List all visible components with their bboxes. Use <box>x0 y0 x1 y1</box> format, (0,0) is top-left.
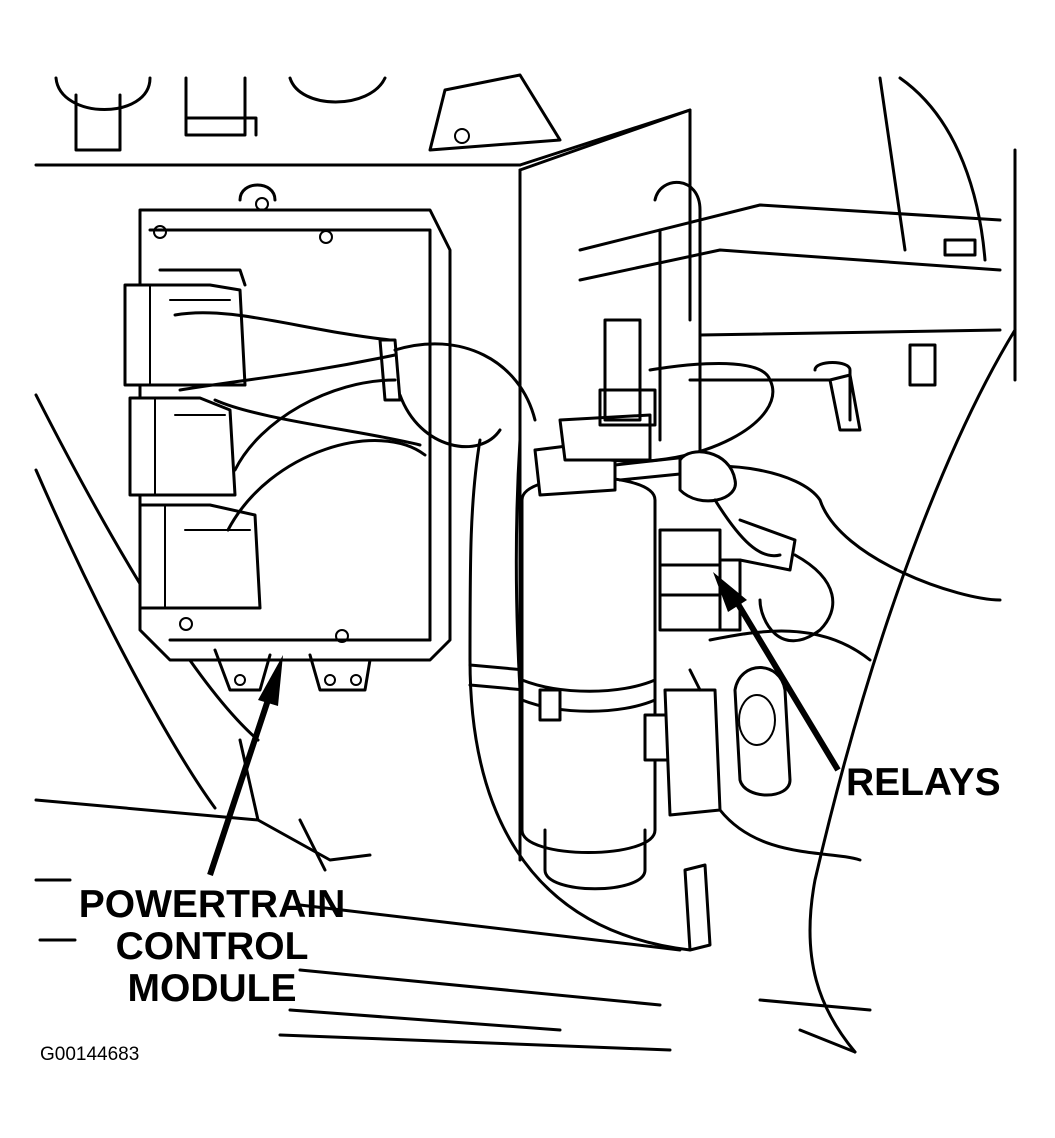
pcm-callout-label: POWERTRAIN CONTROL MODULE <box>72 884 352 1010</box>
pcm-label-line-1: POWERTRAIN <box>78 883 346 926</box>
callout-arrows <box>207 572 841 876</box>
figure-id: G00144683 <box>40 1044 140 1065</box>
pcm-label-line-3: MODULE <box>127 967 297 1010</box>
wiring-harness <box>173 311 692 952</box>
relays-callout-label: RELAYS <box>846 761 1001 804</box>
pcm-connectors <box>123 268 262 610</box>
accumulator-canister <box>520 318 657 891</box>
pcm-arrowhead <box>258 655 283 706</box>
relays-arrowhead <box>713 572 747 612</box>
refrigerant-lines <box>578 180 1002 643</box>
relays-leader-line <box>735 602 841 772</box>
pcm-label-line-2: CONTROL <box>115 925 309 968</box>
relays-block <box>643 528 872 952</box>
pcm-leader-line <box>207 699 271 876</box>
